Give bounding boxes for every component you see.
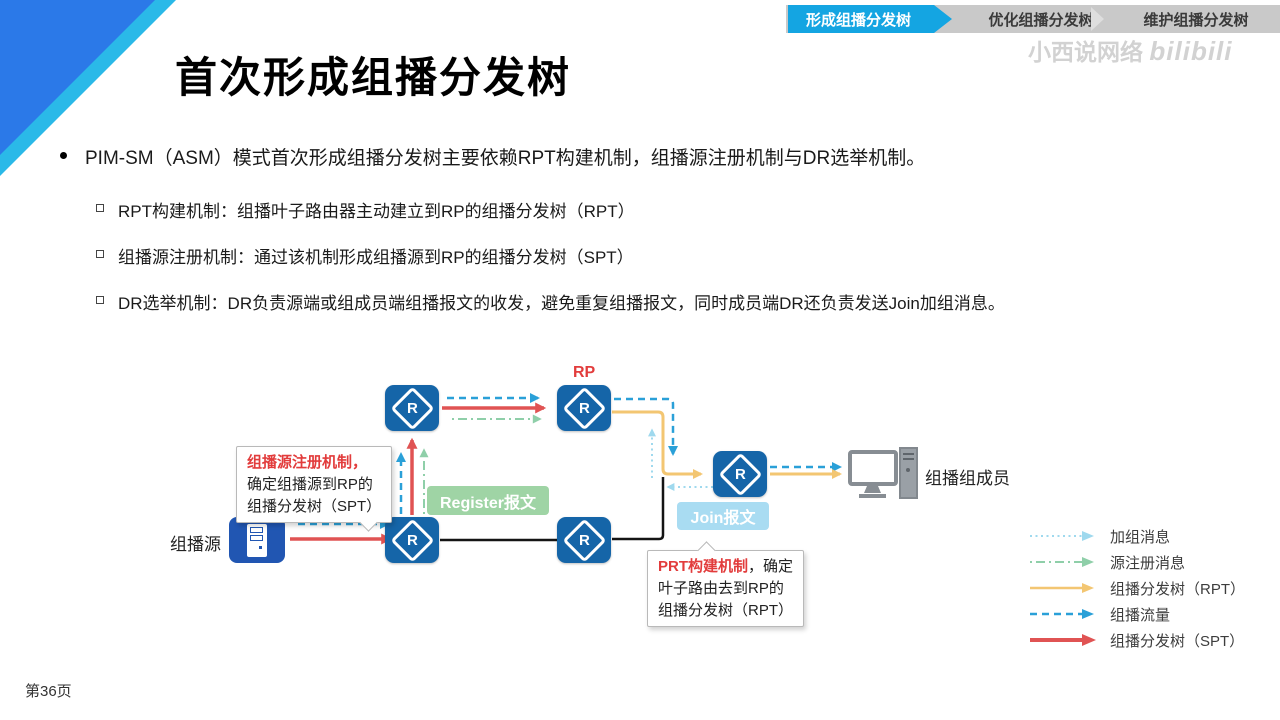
legend-line-dashed-icon (1030, 609, 1094, 619)
bullet-dot-icon (60, 152, 67, 159)
rpt-rp-to-r4 (612, 410, 703, 479)
bullet-square-icon (96, 250, 104, 258)
member-node (848, 446, 922, 509)
callout-source-register: 组播源注册机制， 确定组播源到RP的 组播分发树（SPT） (236, 446, 393, 524)
callout-line: 确定组播源到RP的 (247, 475, 373, 493)
sub-bullet-text: RPT构建机制：组播叶子路由器主动建立到RP的组播分发树（RPT） (118, 202, 635, 221)
legend-row-spt: 组播分发树（SPT） (1028, 631, 1245, 650)
watermark: 小西说网络 bilibili (1028, 33, 1233, 67)
bilibili-logo: bilibili (1149, 36, 1233, 66)
register-message-chip: Register报文 (427, 486, 549, 515)
callout-highlight: PRT构建机制 (658, 558, 749, 575)
legend-line-dashdot-icon (1030, 557, 1094, 567)
tab-form-tree-active[interactable]: 形成组播分发树 (788, 5, 952, 33)
tab-label: 形成组播分发树 (806, 11, 912, 29)
router-icon: R (390, 386, 434, 430)
callout-line: 叶子路由去到RP的 (658, 579, 784, 597)
router-icon: R (562, 518, 606, 562)
member-label: 组播组成员 (925, 469, 1010, 488)
router-node-right: R (713, 451, 767, 497)
sub-bullet-dr: DR选举机制：DR负责源端或组成员端组播报文的收发，避免重复组播报文，同时成员端… (96, 289, 1236, 314)
source-label: 组播源 (170, 535, 221, 554)
legend-line-solid-thick-icon (1030, 634, 1096, 646)
legend-row-rpt: 组播分发树（RPT） (1028, 579, 1246, 598)
watermark-text: 小西说网络 (1028, 39, 1143, 65)
bullet-square-icon (96, 296, 104, 304)
callout-rpt-build: PRT构建机制，确定 叶子路由去到RP的 组播分发树（RPT） (647, 550, 805, 628)
sub-bullet-rpt: RPT构建机制：组播叶子路由器主动建立到RP的组播分发树（RPT） (96, 197, 1236, 222)
chevron-separator-icon (1091, 7, 1104, 31)
router-node-bottom-middle: R (557, 517, 611, 563)
legend-label: 组播分发树（RPT） (1110, 580, 1246, 598)
tab-maintain-tree[interactable]: 维护组播分发树 (1143, 11, 1249, 29)
legend-label: 组播流量 (1110, 606, 1171, 624)
sub-bullet-text: DR选举机制：DR负责源端或组成员端组播报文的收发，避免重复组播报文，同时成员端… (118, 294, 1005, 313)
legend: 加组消息 源注册消息 组播分发树（RPT） (1028, 527, 1246, 650)
router-node-rp: R (557, 385, 611, 431)
callout-line: 组播分发树（SPT） (247, 497, 382, 515)
slide-nav-tabs: 形成组播分发树 优化组播分发树 维护组播分发树 (786, 5, 1280, 33)
callout-highlight: 组播源注册机制， (247, 454, 368, 471)
page-number: 第36页 (25, 683, 72, 700)
tab-optimize-tree[interactable]: 优化组播分发树 (988, 11, 1094, 29)
page-title: 首次形成组播分发树 (175, 54, 572, 101)
router-icon: R (562, 386, 606, 430)
legend-row-traffic: 组播流量 (1028, 605, 1245, 624)
router-node-top-left: R (385, 385, 439, 431)
callout-line: ，确定 (748, 558, 794, 575)
main-bullet: PIM-SM（ASM）模式首次形成组播分发树主要依赖RPT构建机制，组播源注册机… (60, 143, 1230, 170)
bullet-square-icon (96, 204, 104, 212)
main-bullet-text: PIM-SM（ASM）模式首次形成组播分发树主要依赖RPT构建机制，组播源注册机… (85, 148, 926, 169)
server-icon (247, 523, 267, 557)
join-message-chip: Join报文 (677, 502, 769, 530)
legend-line-solid-icon (1030, 583, 1094, 593)
link-r3-corner (612, 477, 665, 541)
legend-row-join: 加组消息 (1028, 527, 1245, 546)
callout-line: 组播分发树（RPT） (658, 601, 794, 619)
traffic-rp-down (614, 397, 678, 456)
multicast-source-node (229, 517, 285, 563)
router-icon: R (390, 518, 434, 562)
legend-label: 源注册消息 (1110, 554, 1186, 572)
router-icon: R (718, 452, 762, 496)
legend-label: 组播分发树（SPT） (1110, 632, 1245, 650)
legend-row-register: 源注册消息 (1028, 553, 1245, 572)
computer-icon (848, 447, 918, 499)
rp-label: RP (573, 364, 596, 381)
legend-line-dotted-icon (1030, 531, 1094, 541)
router-node-bottom-left: R (385, 517, 439, 563)
sub-bullet-text: 组播源注册机制：通过该机制形成组播源到RP的组播分发树（SPT） (118, 248, 634, 267)
legend-label: 加组消息 (1110, 528, 1171, 546)
sub-bullet-register: 组播源注册机制：通过该机制形成组播源到RP的组播分发树（SPT） (96, 243, 1236, 268)
